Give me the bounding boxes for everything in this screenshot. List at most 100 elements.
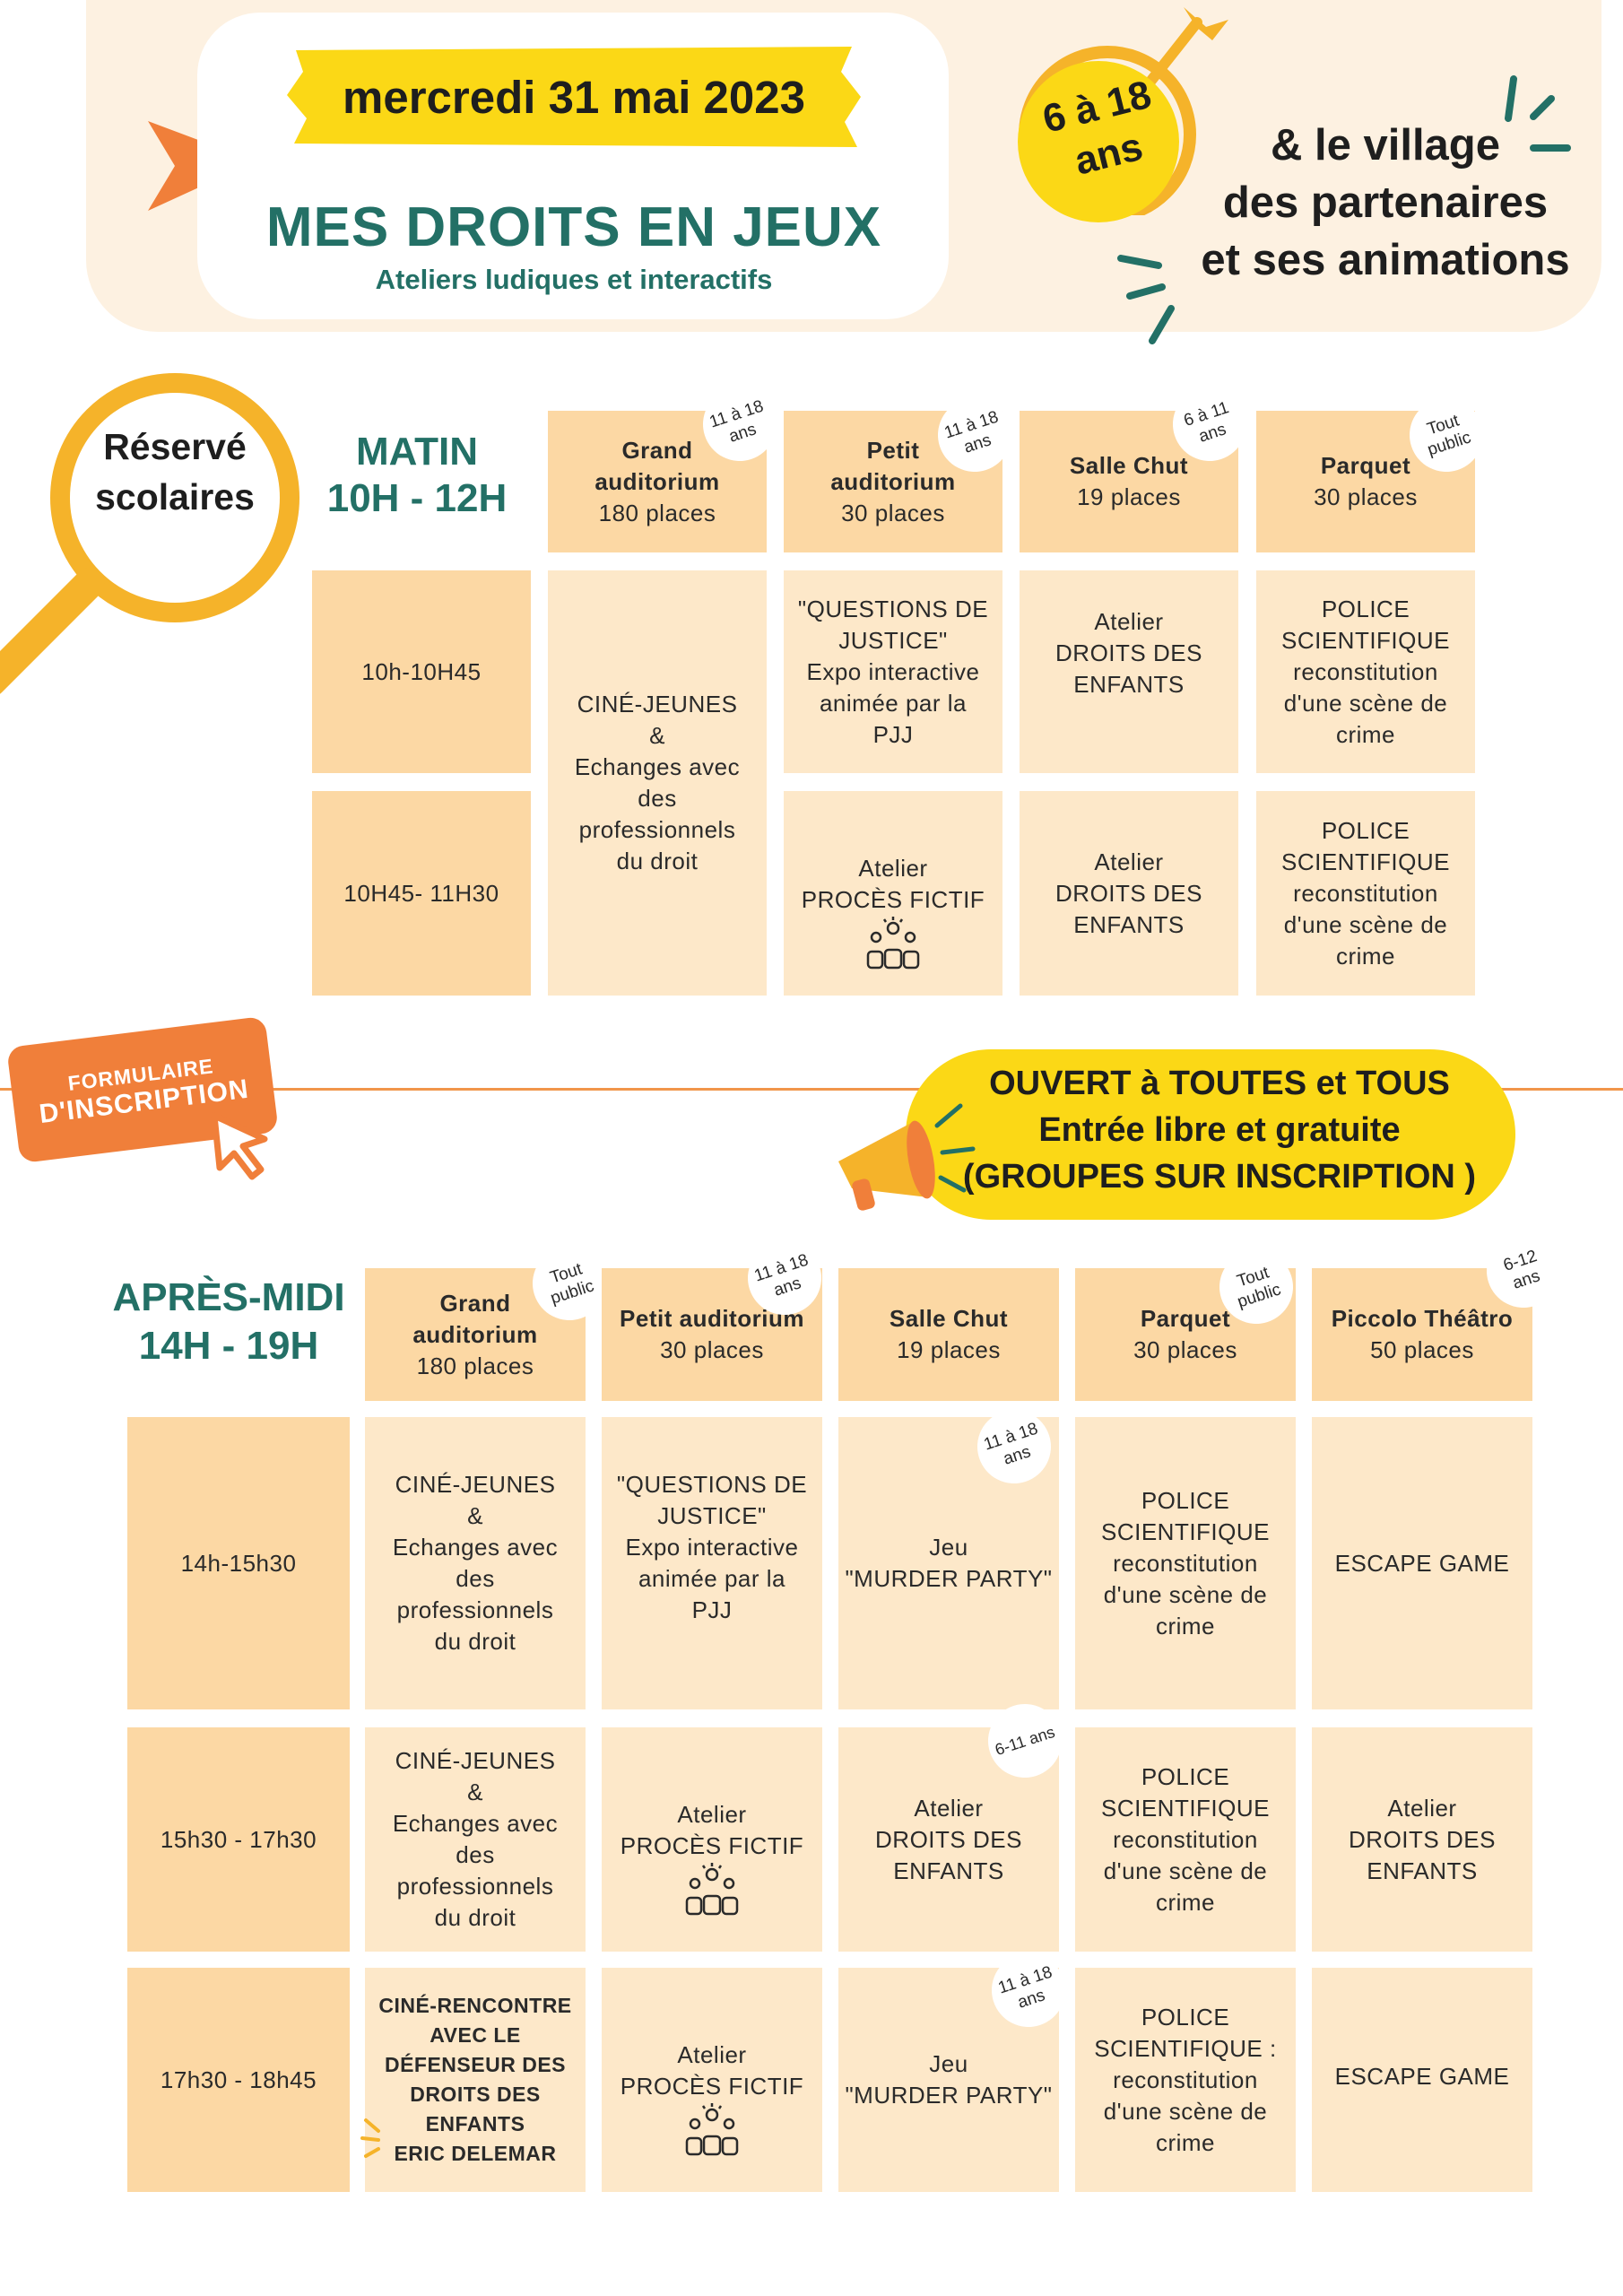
village-line2: des partenaires bbox=[1222, 178, 1549, 227]
activity-escape-game: ESCAPE GAME bbox=[1312, 1417, 1532, 1709]
open-line3: (GROUPES SUR INSCRIPTION ) bbox=[962, 1158, 1477, 1196]
event-date: mercredi 31 mai 2023 bbox=[342, 71, 806, 123]
cell-text-line: du droit bbox=[434, 1628, 516, 1655]
cell-text-line: Piccolo Théâtro bbox=[1331, 1305, 1514, 1332]
cell-text-line: 15h30 - 17h30 bbox=[160, 1825, 317, 1853]
event-title: MES DROITS EN JEUX bbox=[265, 196, 882, 258]
afternoon-label: APRÈS-MIDI 14H - 19H bbox=[99, 1274, 359, 1370]
cell-text-line: des bbox=[456, 1841, 495, 1868]
afternoon-label-line2: 14H - 19H bbox=[138, 1324, 319, 1368]
cell-text-line: POLICE bbox=[1141, 1762, 1230, 1790]
cell-text-line: Grand bbox=[439, 1289, 511, 1317]
cell-text-line: "MURDER PARTY" bbox=[845, 1565, 1053, 1592]
cell-text-line: Atelier bbox=[1094, 848, 1164, 875]
group-people-icon bbox=[685, 1863, 739, 1916]
magnifier-icon bbox=[0, 373, 299, 694]
cell-text-line: Atelier bbox=[914, 1794, 984, 1822]
cell-text-line: DROITS DES bbox=[875, 1825, 1022, 1853]
cell-text-line: & bbox=[649, 722, 665, 749]
cell-text-line: Atelier bbox=[858, 855, 928, 882]
cell-text-line: POLICE bbox=[1321, 816, 1410, 844]
time-slot: 10H45- 11H30 bbox=[312, 791, 531, 996]
cell-text-line: Jeu bbox=[929, 1534, 968, 1561]
cell-text-line: Echanges avec bbox=[392, 1810, 559, 1837]
tape-shape bbox=[287, 47, 861, 147]
cell-text-line: Parquet bbox=[1140, 1305, 1231, 1332]
cell-text-line: animée par la bbox=[638, 1565, 786, 1592]
cell-text-line: ESCAPE GAME bbox=[1334, 1549, 1510, 1577]
room-name: Petit bbox=[866, 436, 920, 464]
cell-text-line: "QUESTIONS DE bbox=[797, 595, 989, 622]
cell-text-line: crime bbox=[1335, 720, 1396, 748]
cell-text-line: d'une scène de bbox=[1103, 1580, 1268, 1608]
cell-text-line: JUSTICE" bbox=[838, 626, 948, 654]
cell-text-line: Atelier bbox=[1094, 608, 1164, 635]
group-people-icon bbox=[866, 917, 920, 970]
cell-text-line: reconstitution bbox=[1113, 2066, 1258, 2093]
cell-text-line: ENFANTS bbox=[1367, 1857, 1478, 1884]
cell-text-line: 6-11 ans bbox=[993, 1722, 1057, 1760]
morning-label-line1: MATIN bbox=[355, 430, 479, 474]
cell-text-line: PJJ bbox=[691, 1596, 733, 1623]
village-line1: & le village bbox=[1270, 121, 1500, 170]
cell-text-line: crime bbox=[1155, 2128, 1216, 2156]
cell-text-line: CINÉ-JEUNES bbox=[395, 1471, 556, 1498]
cell-text-line: Expo interactive bbox=[625, 1534, 799, 1561]
cell-text-line: des bbox=[456, 1565, 495, 1592]
cell-text-line: JUSTICE" bbox=[657, 1502, 767, 1529]
age-range-badge bbox=[1018, 61, 1179, 222]
cell-text-line: Expo interactive bbox=[806, 657, 980, 685]
cell-text-line: 180 places bbox=[416, 1352, 534, 1379]
village-text: & le village des partenaires et ses anim… bbox=[1184, 117, 1587, 289]
section-divider bbox=[0, 1088, 1623, 1091]
cell-text-line: POLICE bbox=[1141, 1486, 1230, 1514]
cell-text-line: Atelier bbox=[1387, 1794, 1457, 1822]
group-people-icon bbox=[685, 2103, 739, 2156]
cell-text-line: Echanges avec bbox=[574, 753, 741, 780]
cell-text-line: & bbox=[467, 1779, 483, 1805]
cell-text-line: ENFANTS bbox=[893, 1857, 1004, 1884]
cell-text-line: DROITS DES bbox=[1349, 1825, 1496, 1853]
room-capacity: 180 places bbox=[598, 499, 716, 526]
cell-text-line: reconstitution bbox=[1293, 657, 1438, 685]
time-slot: 14h-15h30 bbox=[127, 1417, 350, 1709]
activity-escape-game: ESCAPE GAME bbox=[1312, 1968, 1532, 2192]
cell-text-line: du droit bbox=[616, 848, 699, 874]
reserved-line1: Réservé bbox=[103, 426, 247, 467]
room-capacity: 19 places bbox=[1077, 483, 1181, 510]
cell-text-line: crime bbox=[1335, 942, 1396, 970]
time-slot: 10h-10H45 bbox=[312, 570, 531, 773]
cursor-click-icon bbox=[211, 1112, 268, 1180]
event-subtitle: Ateliers ludiques et interactifs bbox=[375, 264, 773, 295]
room-name: auditorium bbox=[830, 467, 956, 495]
cell-text-line: professionnels bbox=[578, 816, 736, 843]
cell-text-line: crime bbox=[1155, 1888, 1216, 1916]
cell-text-line: ENFANTS bbox=[1073, 910, 1185, 938]
room-capacity: 30 places bbox=[1314, 483, 1418, 510]
cell-text-line: SCIENTIFIQUE bbox=[1100, 1794, 1270, 1822]
cell-text-line: reconstitution bbox=[1113, 1549, 1258, 1577]
cell-text-line: reconstitution bbox=[1293, 879, 1438, 907]
morning-label: MATIN 10H - 12H bbox=[314, 429, 520, 522]
cell-text-line: 10h-10H45 bbox=[361, 657, 482, 685]
cell-text-line: d'une scène de bbox=[1283, 689, 1448, 717]
cell-text-line: AVEC LE bbox=[430, 2023, 521, 2047]
cell-text-line: PROCÈS FICTIF bbox=[620, 2073, 804, 2100]
cell-text-line: & bbox=[467, 1502, 483, 1529]
cell-text-line: professionnels bbox=[396, 1596, 554, 1623]
cell-text-line: d'une scène de bbox=[1103, 2097, 1268, 2125]
cell-text-line: d'une scène de bbox=[1103, 1857, 1268, 1884]
cell-text-line: 30 places bbox=[1133, 1336, 1237, 1363]
cell-text-line: POLICE bbox=[1141, 2003, 1230, 2031]
